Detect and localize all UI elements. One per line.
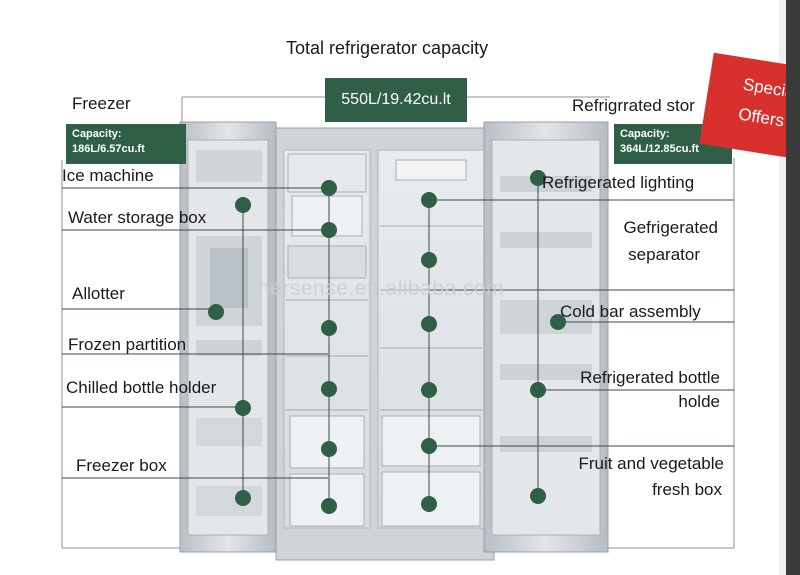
page-edge: [779, 0, 786, 575]
label-refrigerated-bottle-line2: holde: [678, 392, 720, 411]
watermark: hersense.en.alibaba.com: [258, 277, 505, 300]
label-cold-bar-assembly: Cold bar assembly: [560, 302, 701, 321]
label-chilled-bottle-holder: Chilled bottle holder: [66, 378, 217, 397]
refrigerated-heading: Refrigrrated stor: [572, 96, 695, 115]
label-ice-machine: Ice machine: [62, 166, 154, 185]
label-frozen-partition: Frozen partition: [68, 335, 187, 354]
freezer-heading: Freezer: [72, 94, 131, 113]
label-refrigerated-separator-line2: separator: [628, 245, 700, 264]
label-refrigerated-bottle-line1: Refrigerated bottle: [580, 368, 720, 387]
label-fruit-vegetable-line1: Fruit and vegetable: [578, 454, 724, 473]
freezer-capacity-box: Capacity: 186L/6.57cu.ft: [66, 124, 186, 164]
refrigerated-capacity-label: Capacity:: [620, 128, 670, 140]
special-offers-badge[interactable]: Special Offers: [699, 52, 800, 160]
diagram-title: Total refrigerator capacity: [286, 38, 489, 58]
total-capacity-box: 550L/19.42cu.lt: [325, 78, 467, 122]
marker-dots: [208, 170, 566, 514]
refrigerated-capacity-value: 364L/12.85cu.ft: [620, 143, 699, 155]
left-door: [179, 121, 277, 553]
right-door: [483, 121, 609, 553]
label-refrigerated-lighting: Refrigerated lighting: [542, 173, 695, 192]
scrollbar-edge[interactable]: [786, 0, 800, 575]
freezer-capacity-label: Capacity:: [72, 128, 122, 140]
label-allotter: Allotter: [72, 284, 125, 303]
label-water-storage-box: Water storage box: [68, 208, 207, 227]
freezer-capacity-value: 186L/6.57cu.ft: [72, 143, 145, 155]
label-fruit-vegetable-line2: fresh box: [652, 480, 722, 499]
label-refrigerated-separator-line1: Gefrigerated: [623, 218, 719, 237]
cabinet: [275, 127, 495, 561]
label-freezer-box: Freezer box: [76, 456, 167, 475]
